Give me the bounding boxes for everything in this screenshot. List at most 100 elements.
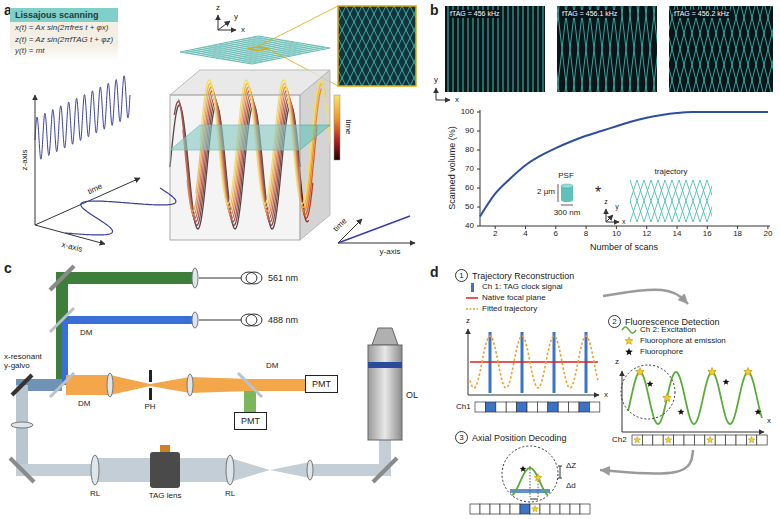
axis-label: x (767, 416, 771, 425)
laser-fiber (199, 278, 241, 279)
zoom-lattice (394, 6, 416, 86)
signal-cell (663, 435, 673, 445)
mesh-line (644, 180, 658, 222)
laser-fiber (246, 314, 262, 326)
guide-line (530, 466, 531, 497)
signal-cell (674, 435, 684, 445)
scan-line (542, 6, 543, 92)
signal-cell (470, 504, 480, 514)
axis-label: x (241, 25, 245, 34)
mesh-line (665, 180, 679, 222)
mesh-line (651, 180, 665, 222)
mesh-line (672, 180, 686, 222)
zoom-lattice (338, 6, 378, 86)
tick-label: 70 (465, 164, 474, 173)
scan-mesh (247, 47, 325, 63)
signal-cell (757, 435, 767, 445)
scan-line (613, 6, 623, 92)
scan-line (452, 6, 453, 92)
emission-star (748, 437, 755, 443)
excitation-beam (270, 462, 310, 478)
axis-arrow (218, 30, 236, 31)
tick-mark (677, 226, 678, 229)
optics (107, 373, 113, 397)
axis-label: time (331, 216, 348, 233)
wavelength-label: 561 nm (268, 273, 298, 283)
excitation-beam (68, 316, 195, 324)
emission-beam (250, 379, 305, 391)
signal-cell (746, 435, 756, 445)
mesh-line (637, 180, 651, 222)
fluorophore-star (520, 466, 527, 472)
zoom-lattice (386, 6, 416, 86)
tick-mark (477, 150, 480, 151)
signal-cell (569, 402, 579, 412)
scan-line (589, 6, 599, 92)
optics (149, 370, 152, 382)
optics (149, 388, 152, 400)
scan-line (522, 6, 523, 92)
colorbar-label: time (343, 119, 352, 134)
emission-star (665, 437, 672, 443)
scan-line (467, 6, 468, 92)
microscope-setup (10, 266, 402, 488)
legend-text: Native focal plane (482, 293, 546, 302)
tick-mark (477, 226, 480, 227)
mesh-line (679, 180, 693, 222)
legend-text: Fluorophore (640, 347, 683, 356)
optics (238, 373, 262, 397)
scan-line (497, 6, 498, 92)
wavelength-label: 488 nm (268, 315, 298, 325)
optics (50, 373, 74, 397)
step-number: 3 (455, 431, 468, 444)
tick-label: 60 (465, 183, 474, 192)
dimension-label: Δd (566, 481, 576, 490)
axis-title: Number of scans (590, 242, 658, 252)
signal-cell (560, 504, 570, 514)
legend-sample (471, 283, 474, 292)
tick-mark (477, 169, 480, 170)
emission-star (663, 394, 672, 402)
axis-label: y (434, 75, 438, 84)
signal-cell (736, 435, 746, 445)
tick-label: 4 (523, 229, 527, 238)
tick-mark (555, 226, 556, 229)
component-label: RL (225, 489, 235, 498)
scan-line (637, 6, 647, 92)
scan-line (645, 6, 655, 92)
signal-cell (530, 504, 540, 514)
tick-label: 18 (733, 229, 742, 238)
dimension-label: 300 nm (554, 208, 581, 217)
detector-box: PMT (305, 375, 338, 393)
signal-cell (579, 402, 589, 412)
scan-mesh (242, 46, 320, 62)
tick-mark (477, 112, 480, 113)
mesh-line (637, 180, 651, 222)
scan-line (605, 6, 615, 92)
legend-item: Fluorophore (640, 347, 683, 356)
scan-line (573, 6, 583, 92)
scan-line (565, 6, 575, 92)
axis-label: time (86, 182, 104, 197)
tick-mark (767, 226, 768, 229)
legend-text: Ch 2: Excitation (640, 325, 696, 334)
tick-mark (495, 226, 496, 229)
signal-cell (726, 435, 736, 445)
scan-line (487, 6, 488, 92)
scan-line (581, 6, 591, 92)
legend-sample (625, 348, 633, 355)
dimension-line (558, 478, 562, 479)
dimension-label: 2 µm (537, 187, 555, 196)
trajectory-mesh (630, 180, 712, 222)
tick-label: 20 (763, 229, 772, 238)
zoom-lattice (354, 6, 394, 86)
zoom-lattice (354, 6, 394, 86)
equation-text: x(t) = Ax sin(2πfres t + φx) (10, 22, 118, 34)
scan-line (653, 6, 657, 92)
signal-cell (490, 504, 500, 514)
axis-label: x (622, 218, 626, 226)
optics (372, 328, 398, 345)
dimension-line (560, 466, 561, 478)
signal-cell (642, 435, 652, 445)
